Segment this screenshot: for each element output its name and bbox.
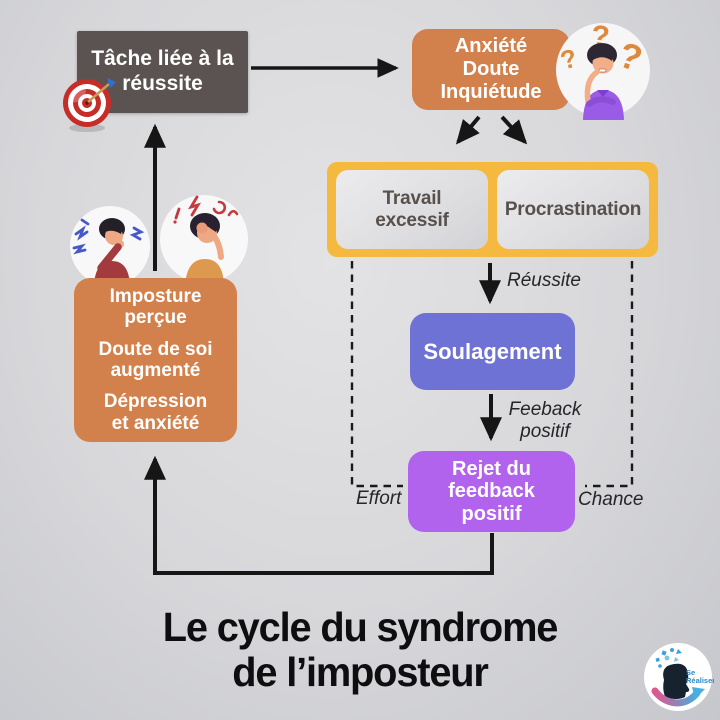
node-reject-feedback: Rejet du feedback positif (408, 451, 575, 532)
page-title: Le cycle du syndrome de l’imposteur (162, 604, 559, 696)
dashed-chance-connector (585, 261, 634, 488)
dashed-effort-connector (350, 261, 403, 488)
logo-text-realiser: Réaliser (686, 676, 714, 685)
logo-head-silhouette (663, 663, 690, 699)
depression-line: Dépression et anxiété (103, 391, 208, 434)
logo-text-se: Se (686, 668, 695, 677)
node-overwork: Travail excessif (336, 170, 488, 249)
confused-person-illustration: ? ? ? (556, 20, 650, 120)
edge-label-feedback-positif: Feeback positif (508, 399, 582, 442)
node-relief: Soulagement (410, 313, 575, 390)
target-icon (63, 78, 116, 132)
logo-sparks (655, 648, 682, 668)
edge-label-reussite: Réussite (507, 270, 581, 291)
imposture-line: Imposture perçue (109, 285, 202, 329)
stressed-person-nail-biting-illustration (70, 206, 150, 286)
edge-label-chance: Chance (578, 489, 644, 510)
stressed-person-facepalm-illustration (160, 195, 248, 285)
self-doubt-line: Doute de soi augmenté (98, 338, 213, 381)
node-perceived-imposture: Imposture perçue Doute de soi augmenté D… (74, 278, 237, 442)
arrow-anxiety-to-procrastination (500, 115, 528, 145)
node-procrastination: Procrastination (497, 170, 649, 249)
node-anxiety: Anxiété Doute Inquiétude (412, 29, 570, 110)
arrow-anxiety-to-overwork (455, 115, 481, 145)
se-realiser-logo: Se Réaliser (644, 643, 714, 711)
edge-label-effort: Effort (356, 488, 402, 509)
